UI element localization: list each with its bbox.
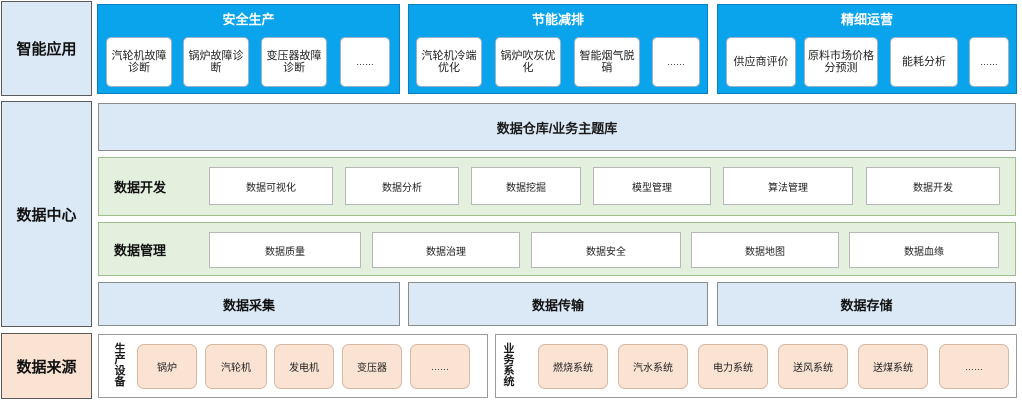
app-supplier-evaluation-button[interactable]: 供应商评价: [726, 37, 796, 87]
source-transformer[interactable]: 变压器: [342, 344, 402, 389]
row-label-apps-text: 智能应用: [16, 41, 77, 58]
business-systems-title: 业务系统: [500, 337, 518, 395]
data-storage-panel: 数据存储: [717, 282, 1016, 326]
business-systems-title-text: 业务系统: [503, 343, 515, 388]
app-transformer-diagnosis-button[interactable]: 变压器故障诊断: [261, 37, 327, 87]
data-collection-panel: 数据采集: [98, 282, 400, 326]
app-flue-gas-denitration-button[interactable]: 智能烟气脱硝: [574, 37, 640, 87]
app-boiler-sootblow-button[interactable]: 锅炉吹灰优化: [495, 37, 561, 87]
data-transmission-panel: 数据传输: [408, 282, 708, 326]
data-visualization-box[interactable]: 数据可视化: [209, 167, 333, 205]
source-boiler[interactable]: 锅炉: [137, 344, 197, 389]
row-label-data-center: 数据中心: [1, 101, 92, 327]
data-quality-box[interactable]: 数据质量: [209, 232, 361, 268]
data-dev-title: 数据开发: [113, 180, 166, 195]
app-more-button[interactable]: ……: [652, 37, 700, 87]
data-warehouse-panel: 数据仓库/业务主题库: [98, 103, 1016, 151]
production-equipment-panel: 生产设备 锅炉 汽轮机 发电机 变压器 ……: [98, 334, 488, 398]
source-power-system[interactable]: 电力系统: [698, 344, 768, 389]
app-group-energy: 节能减排 汽轮机冷端优化 锅炉吹灰优化 智能烟气脱硝 ……: [408, 4, 708, 94]
data-security-box[interactable]: 数据安全: [531, 232, 681, 268]
source-more[interactable]: ……: [410, 344, 470, 389]
algorithm-management-box[interactable]: 算法管理: [723, 167, 853, 205]
source-coal-feed-system[interactable]: 送煤系统: [858, 344, 928, 389]
app-group-safety: 安全生产 汽轮机故障诊断 锅炉故障诊断 变压器故障诊断 ……: [97, 4, 400, 94]
data-dev-panel: 数据开发 数据可视化 数据分析 数据挖掘 模型管理 算法管理 数据开发: [98, 157, 1016, 216]
source-steam-water-system[interactable]: 汽水系统: [618, 344, 688, 389]
app-price-forecast-button[interactable]: 原料市场价格分预测: [804, 37, 878, 87]
row-label-data-source-text: 数据来源: [16, 358, 77, 376]
model-management-box[interactable]: 模型管理: [593, 167, 711, 205]
production-equipment-title: 生产设备: [111, 337, 129, 395]
app-boiler-diagnosis-button[interactable]: 锅炉故障诊断: [183, 37, 249, 87]
app-turbine-diagnosis-button[interactable]: 汽轮机故障诊断: [106, 37, 172, 87]
app-group-operations: 精细运营 供应商评价 原料市场价格分预测 能耗分析 ……: [717, 4, 1017, 94]
data-map-box[interactable]: 数据地图: [691, 232, 839, 268]
app-turbine-cold-end-button[interactable]: 汽轮机冷端优化: [416, 37, 482, 87]
production-equipment-title-text: 生产设备: [114, 343, 126, 388]
row-label-data-source: 数据来源: [1, 333, 92, 399]
app-more-button[interactable]: ……: [340, 37, 390, 87]
data-mining-box[interactable]: 数据挖掘: [471, 167, 581, 205]
data-governance-box[interactable]: 数据治理: [372, 232, 520, 268]
app-group-title: 精细运营: [840, 11, 893, 27]
app-more-button[interactable]: ……: [969, 37, 1009, 87]
source-more[interactable]: ……: [939, 344, 1009, 389]
data-mgmt-title: 数据管理: [113, 242, 166, 258]
source-generator[interactable]: 发电机: [274, 344, 334, 389]
source-turbine[interactable]: 汽轮机: [205, 344, 267, 389]
data-analysis-box[interactable]: 数据分析: [345, 167, 459, 205]
row-label-apps: 智能应用: [1, 1, 92, 96]
data-development-box[interactable]: 数据开发: [866, 167, 1000, 205]
source-air-supply-system[interactable]: 送风系统: [778, 344, 848, 389]
app-energy-analysis-button[interactable]: 能耗分析: [890, 37, 958, 87]
data-mgmt-panel: 数据管理 数据质量 数据治理 数据安全 数据地图 数据血缘: [98, 222, 1016, 276]
app-group-title: 安全生产: [222, 11, 275, 27]
source-combustion-system[interactable]: 燃烧系统: [538, 344, 608, 389]
business-systems-panel: 业务系统 燃烧系统 汽水系统 电力系统 送风系统 送煤系统 ……: [495, 334, 1017, 398]
data-lineage-box[interactable]: 数据血缘: [849, 232, 999, 268]
row-label-data-center-text: 数据中心: [16, 206, 77, 224]
app-group-title: 节能减排: [531, 11, 584, 27]
